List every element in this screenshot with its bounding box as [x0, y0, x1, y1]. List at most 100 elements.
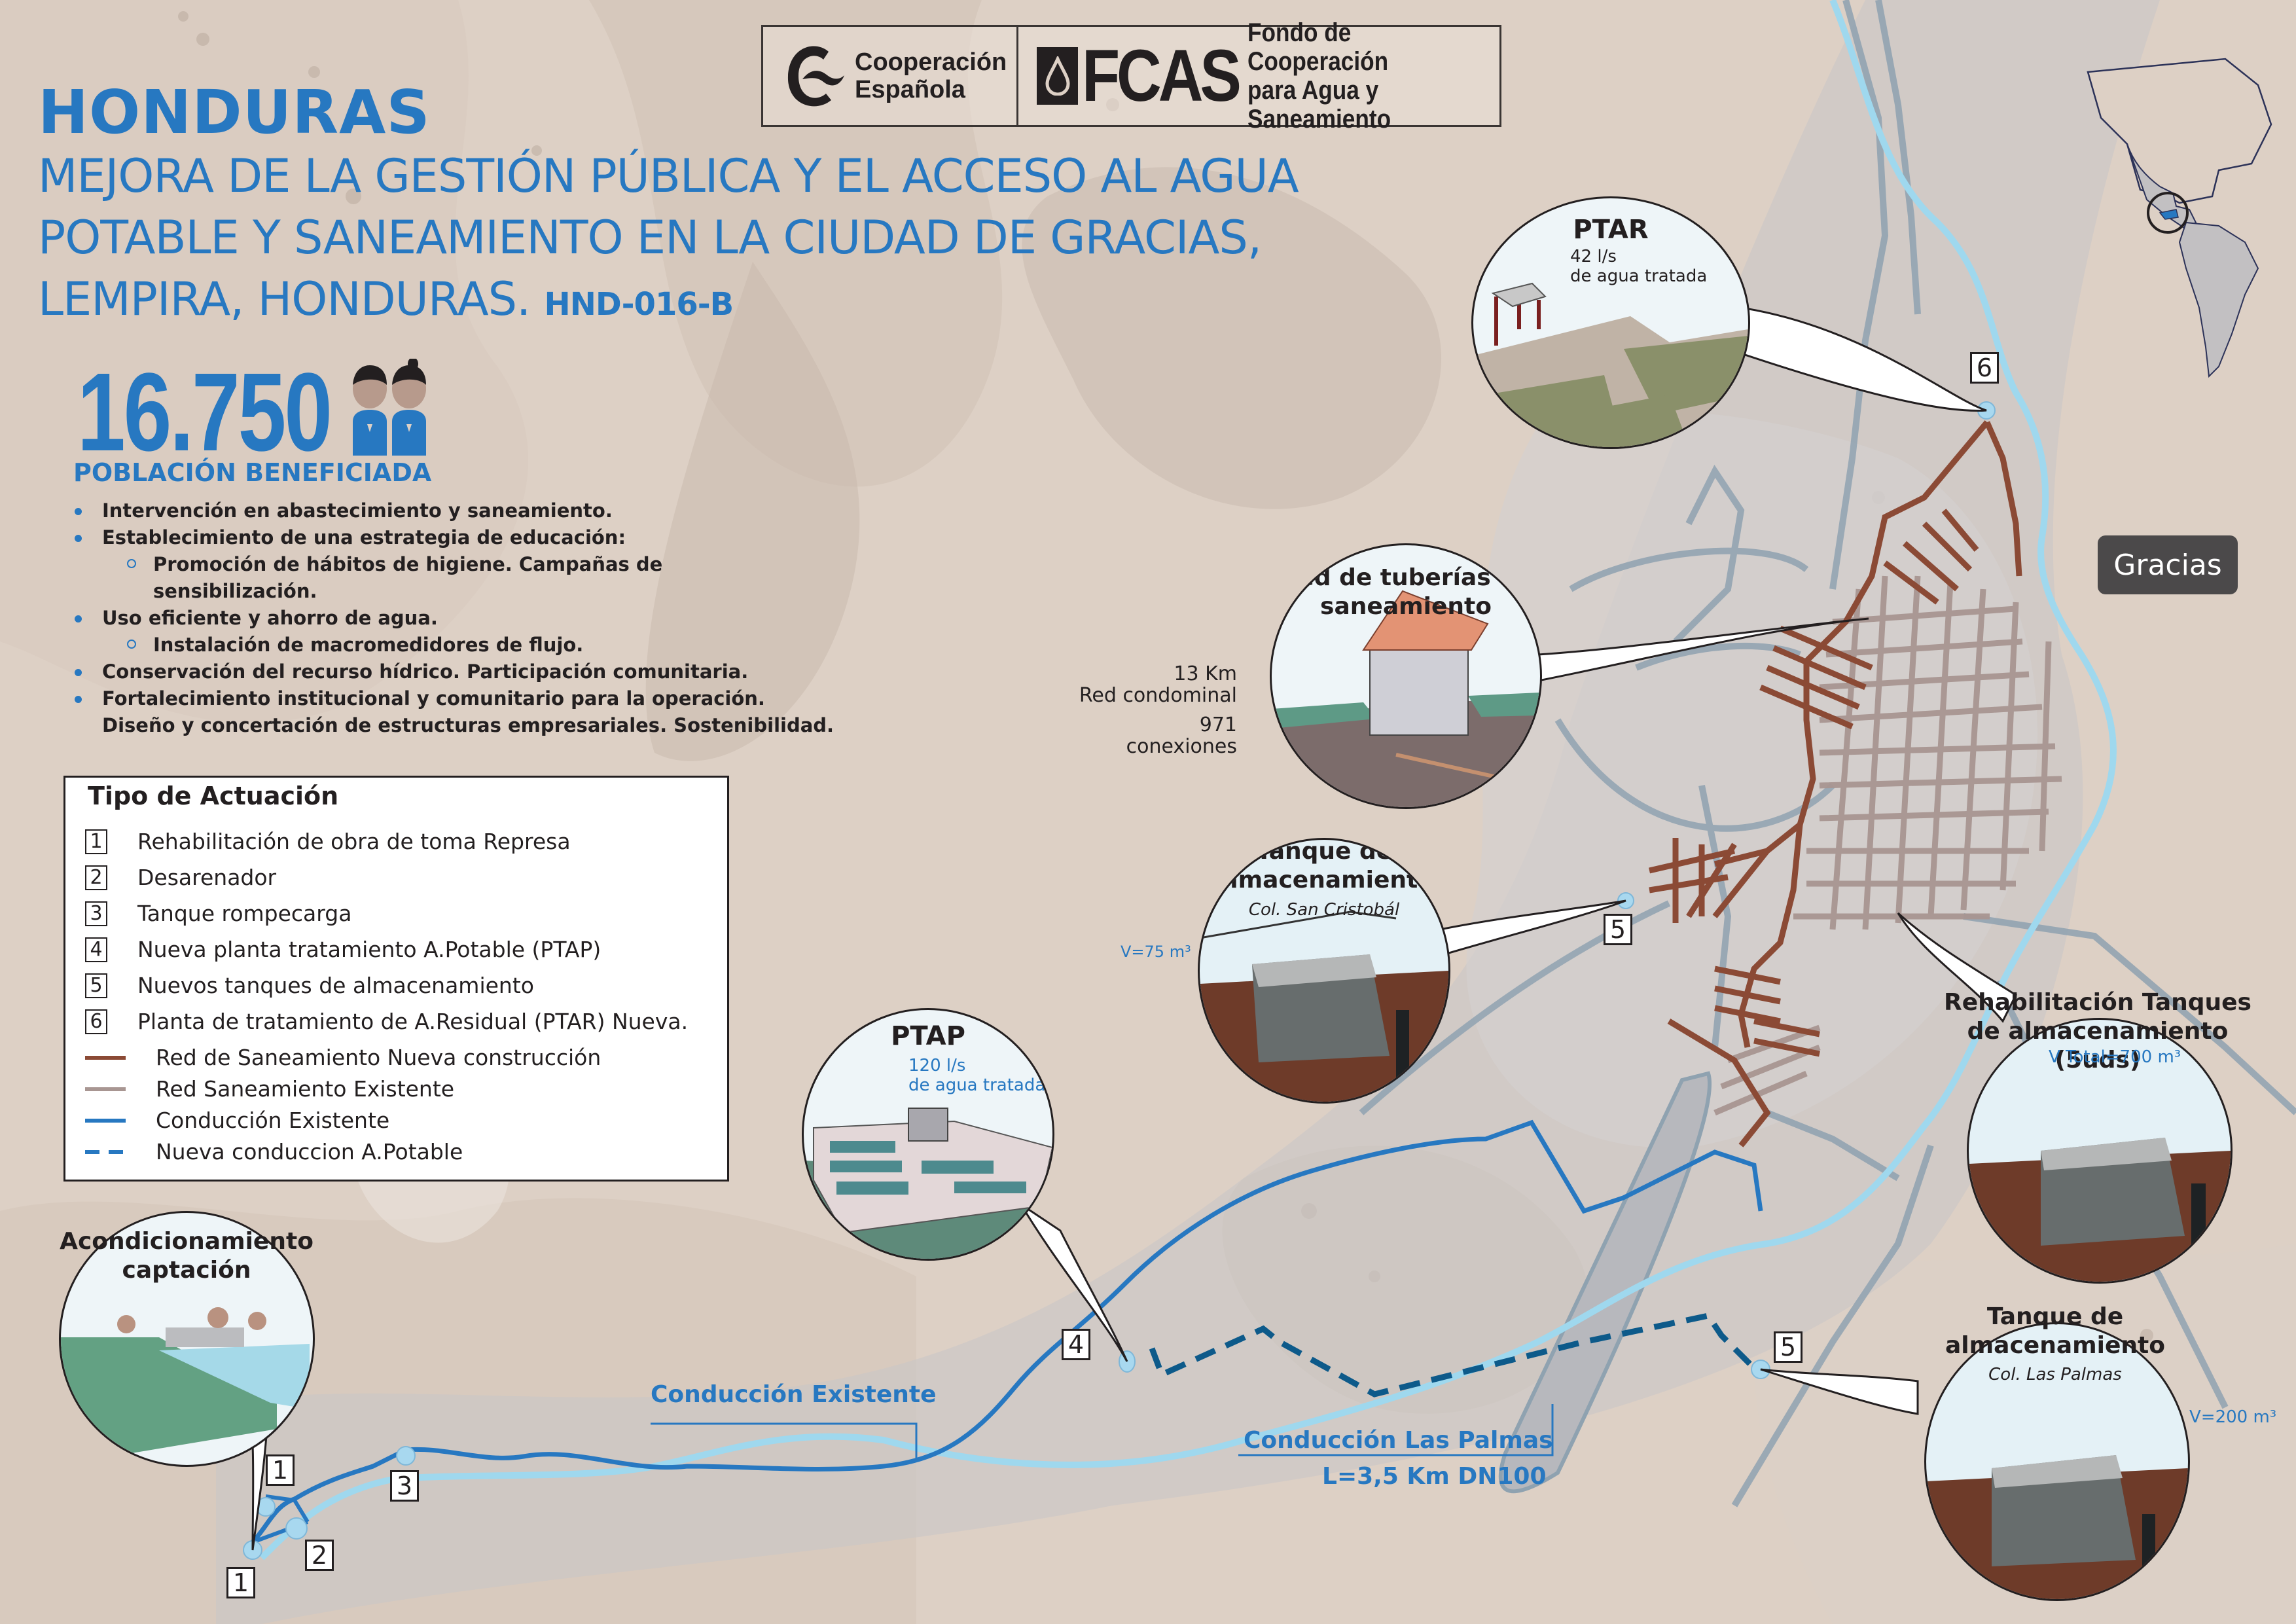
objectives-list: Intervención en abastecimiento y saneami… — [65, 497, 834, 739]
red-length-desc: Red condominal — [1079, 684, 1237, 707]
objective-subitem: Promoción de hábitos de higiene. Campaña… — [65, 551, 834, 578]
marker-5-las-palmas[interactable]: 5 — [1774, 1331, 1803, 1363]
legend-number-badge: 5 — [85, 973, 107, 998]
callout-captacion — [59, 1211, 315, 1467]
country-title: HONDURAS — [38, 77, 431, 147]
project-title-line-1: MEJORA DE LA GESTIÓN PÚBLICA Y EL ACCESO… — [38, 149, 1299, 203]
red-saneamiento-stats: 13 Km Red condominal 971 conexiones — [1060, 663, 1237, 757]
legend-item-3: 3 Tanque rompecarga — [85, 901, 351, 926]
legend-item-4: 4 Nueva planta tratamiento A.Potable (PTA… — [85, 937, 601, 962]
rehab-title-line1: Rehabilitación Tanques — [1943, 989, 2251, 1016]
marker-6[interactable]: 6 — [1970, 352, 1999, 384]
legend-label: Planta de tratamiento de A.Residual (PTA… — [137, 1009, 689, 1034]
marker-1-upper[interactable]: 1 — [266, 1454, 295, 1486]
ptap-title: PTAP — [891, 1021, 965, 1051]
fcas-line2: para Agua y Saneamiento — [1247, 76, 1391, 134]
callout-ptar: PTAR 42 l/s de agua tratada — [1471, 196, 1750, 449]
callout-rehab-tanques — [1967, 1018, 2233, 1284]
project-title-line-3-text: LEMPIRA, HONDURAS. — [38, 272, 531, 326]
ptar-flow: 42 l/s — [1570, 247, 1617, 266]
storage-tank-illustration — [1969, 1138, 2231, 1282]
legend-line-existing-conduction: Conducción Existente — [85, 1108, 389, 1133]
legend-line-new-conduction: Nueva conduccion A.Potable — [85, 1139, 463, 1164]
legend-number-badge: 3 — [85, 901, 107, 926]
cooperacion-line1: Cooperación — [855, 48, 1007, 76]
marker-4[interactable]: 4 — [1062, 1329, 1090, 1360]
tanque-lp-title-line2: almacenamiento — [1945, 1332, 2165, 1359]
rehab-title-line2: de almacenamiento (5uds) — [1967, 1018, 2229, 1074]
legend-label: Tanque rompecarga — [137, 901, 352, 926]
red-saneamiento-title-line1: Red de tuberías de — [1280, 564, 1532, 591]
fcas-logo: FCAS Fondo de Cooperación para Agua y Sa… — [1018, 18, 1499, 134]
legend-label: Rehabilitación de obra de toma Represa — [137, 829, 571, 854]
legend-number-badge: 1 — [85, 829, 107, 854]
legend-item-2: 2 Desarenador — [85, 865, 276, 890]
fcas-acronym: FCAS — [1082, 35, 1242, 117]
captacion-title-line2: captación — [122, 1257, 251, 1284]
marker-3[interactable]: 3 — [390, 1470, 419, 1502]
line-swatch-mauve — [85, 1087, 126, 1091]
line-swatch-blue-dashed — [85, 1149, 126, 1154]
legend-line-existing-sanitation: Red Saneamiento Existente — [85, 1076, 454, 1102]
legend-label: Nueva planta tratamiento A.Potable (PTAP… — [137, 937, 601, 962]
legend-label: Red de Saneamiento Nueva construcción — [156, 1045, 601, 1070]
tanque-sc-location: Col. San Cristobál — [1248, 900, 1400, 920]
storage-tank-illustration — [1926, 1455, 2188, 1599]
fcas-line1: Fondo de Cooperación — [1247, 18, 1389, 76]
sponsor-logos: Cooperación Española FCAS Fondo de Coope… — [761, 18, 1501, 134]
objective-item: Conservación del recurso hídrico. Partic… — [65, 659, 834, 685]
red-connections: 971 — [1199, 713, 1237, 736]
callout-tanque-las-palmas — [1924, 1322, 2190, 1601]
red-saneamiento-title-line2: saneamiento — [1320, 593, 1492, 620]
cooperacion-espanola-icon — [787, 46, 844, 107]
legend-number-badge: 6 — [85, 1009, 107, 1034]
legend-item-6: 6 Planta de tratamiento de A.Residual (PT… — [85, 1009, 688, 1034]
objective-item: Establecimiento de una estrategia de edu… — [65, 524, 834, 551]
marker-1-lower[interactable]: 1 — [226, 1567, 255, 1598]
legend-number-badge: 2 — [85, 865, 107, 890]
water-intake-illustration — [61, 1307, 310, 1465]
legend-item-1: 1 Rehabilitación de obra de toma Represa — [85, 829, 571, 854]
legend-label: Conducción Existente — [156, 1108, 390, 1133]
tanque-sc-volume: V=75 m³ — [1121, 943, 1191, 961]
objective-item-continuation: Diseño y concertación de estructuras emp… — [102, 714, 834, 736]
legend-label: Red Saneamiento Existente — [156, 1076, 455, 1102]
marker-5-san-cristobal[interactable]: 5 — [1604, 914, 1632, 945]
callout-ptap: PTAP 120 l/s de agua tratada — [802, 1008, 1054, 1261]
label-conduccion-existente: Conducción Existente — [651, 1381, 937, 1408]
legend-line-new-sanitation: Red de Saneamiento Nueva construcción — [85, 1045, 601, 1070]
label-conduccion-las-palmas-spec: L=3,5 Km DN100 — [1322, 1463, 1547, 1490]
tanque-sc-title-line2: almacenamiento — [1214, 867, 1434, 893]
tanque-sc-title-line1: Tanque de — [1255, 838, 1393, 865]
callout-tanque-san-cristobal: Tanque de almacenamiento Col. San Cristo… — [1198, 838, 1450, 1104]
legend-label: Nuevos tanques de almacenamiento — [137, 973, 534, 998]
legend-number-badge: 4 — [85, 937, 107, 962]
project-title-line-2: POTABLE Y SANEAMIENTO EN LA CIUDAD DE GR… — [38, 211, 1262, 264]
objective-subitem: Instalación de macromedidores de flujo. — [65, 632, 834, 659]
rehab-volume: V Total=700 m³ — [2049, 1047, 2181, 1067]
tanque-lp-title-line1: Tanque de — [1986, 1303, 2124, 1330]
marker-2[interactable]: 2 — [305, 1540, 334, 1571]
line-swatch-brown — [85, 1055, 126, 1060]
people-icon — [353, 359, 426, 456]
project-code: HND-016-B — [544, 286, 734, 323]
ptar-illustration — [1473, 282, 1748, 447]
beneficiaries-count: 16.750 — [77, 350, 332, 475]
cooperacion-line2: Española — [855, 76, 965, 103]
captacion-title-line1: Acondicionamiento — [60, 1228, 314, 1255]
ptar-title: PTAR — [1573, 215, 1649, 245]
objective-subitem-continuation: sensibilización. — [153, 580, 317, 602]
ptap-flow-desc: de agua tratada — [908, 1075, 1046, 1095]
objective-item: Uso eficiente y ahorro de agua. — [65, 605, 834, 632]
objective-item: Fortalecimiento institucional y comunita… — [65, 685, 834, 712]
label-conduccion-las-palmas: Conducción Las Palmas — [1244, 1427, 1553, 1454]
storage-tank-illustration — [1200, 911, 1448, 1102]
beneficiaries-label: POBLACIÓN BENEFICIADA — [73, 458, 432, 487]
project-title-line-3: LEMPIRA, HONDURAS. HND-016-B — [38, 272, 734, 326]
red-connections-desc: conexiones — [1126, 735, 1237, 758]
legend-title: Tipo de Actuación — [88, 782, 339, 810]
water-drop-icon — [1037, 47, 1079, 105]
line-swatch-blue — [85, 1118, 126, 1123]
tanque-lp-location: Col. Las Palmas — [1988, 1365, 2122, 1384]
legend-label: Desarenador — [137, 865, 277, 890]
